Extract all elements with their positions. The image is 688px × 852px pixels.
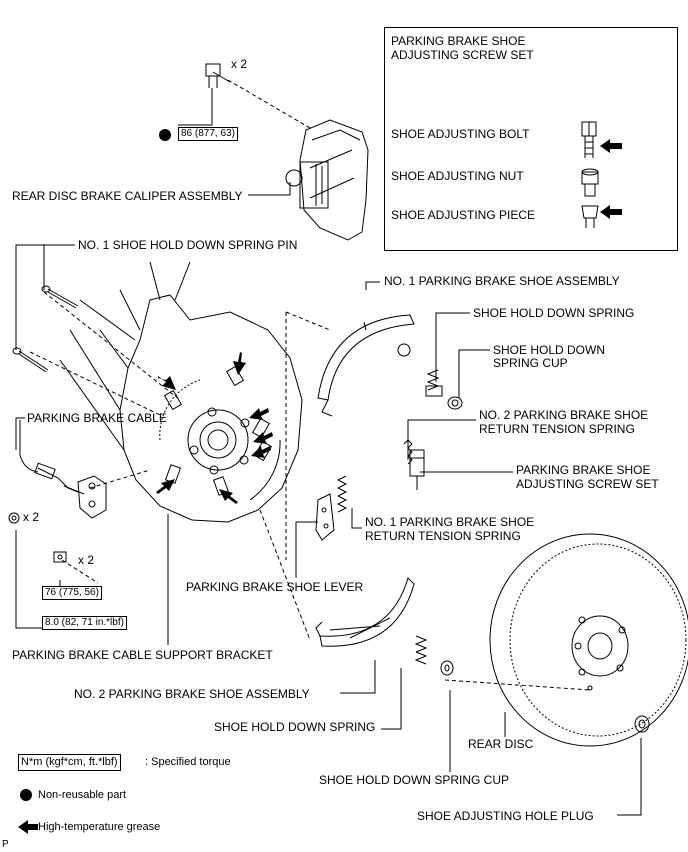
nonreusable-marker <box>159 129 171 141</box>
label-no1-shoe-assembly: NO. 1 PARKING BRAKE SHOE ASSEMBLY <box>384 274 620 288</box>
no1-brake-shoe <box>317 314 415 417</box>
inset-title-line2: ADJUSTING SCREW SET <box>391 48 534 62</box>
torque-caliper: 86 (877, 63) <box>178 127 238 141</box>
inset-label-bolt: SHOE ADJUSTING BOLT <box>391 127 530 141</box>
inset-title-line1: PARKING BRAKE SHOE <box>391 34 526 48</box>
torque-bracket: 8.0 (82, 71 in.*lbf) <box>42 616 127 630</box>
label-caliper-assembly: REAR DISC BRAKE CALIPER ASSEMBLY <box>12 189 243 203</box>
label-no1-return-line2: RETURN TENSION SPRING <box>365 529 521 543</box>
legend-grease-text: High-temperature grease <box>38 821 161 833</box>
legend-torque-text: : Specified torque <box>145 756 231 768</box>
legend-grease-arrow-icon <box>18 820 38 834</box>
caliper-bolt <box>205 63 231 88</box>
label-shoe-lever: PARKING BRAKE SHOE LEVER <box>186 580 364 594</box>
label-rear-disc: REAR DISC <box>468 737 534 751</box>
caliper-assembly <box>285 119 369 241</box>
cable-support-bracket <box>77 475 107 519</box>
label-no2-return-line2: RETURN TENSION SPRING <box>479 422 635 436</box>
hold-down-spring-top <box>425 369 463 410</box>
adjusting-screw-set-inset <box>384 27 678 251</box>
label-cup-top-line2: SPRING CUP <box>493 356 568 370</box>
shoe-lever <box>315 475 348 541</box>
parking-brake-cable <box>19 420 85 495</box>
adjusting-screw-set <box>409 449 425 490</box>
label-hold-down-pin: NO. 1 SHOE HOLD DOWN SPRING PIN <box>78 238 298 252</box>
label-cable-support-bracket: PARKING BRAKE CABLE SUPPORT BRACKET <box>12 648 273 662</box>
legend-nonreusable-text: Non-reusable part <box>38 789 127 801</box>
label-no2-shoe-assembly: NO. 2 PARKING BRAKE SHOE ASSEMBLY <box>74 687 310 701</box>
torque-small: 76 (775, 56) <box>42 586 102 600</box>
label-adj-set-line1: PARKING BRAKE SHOE <box>516 463 651 477</box>
hold-down-spring-bottom <box>414 635 454 676</box>
no2-brake-shoe <box>315 577 415 647</box>
corner-mark: P <box>2 839 9 850</box>
inset-parts <box>581 121 599 228</box>
label-hold-spring-top: SHOE HOLD DOWN SPRING <box>473 306 635 320</box>
label-parking-brake-cable: PARKING BRAKE CABLE <box>27 411 167 425</box>
small-bolts <box>8 512 67 563</box>
hole-plug <box>634 715 650 733</box>
rear-disc <box>489 533 688 747</box>
grease-arrows-inset <box>600 139 622 219</box>
label-no2-return-line1: NO. 2 PARKING BRAKE SHOE <box>479 408 649 422</box>
leader-lines <box>15 88 642 816</box>
inset-label-piece: SHOE ADJUSTING PIECE <box>391 208 536 222</box>
label-adj-set-line2: ADJUSTING SCREW SET <box>516 477 659 491</box>
qty-left-bolt: x 2 <box>23 510 40 524</box>
label-hole-plug: SHOE ADJUSTING HOLE PLUG <box>417 809 594 823</box>
label-no1-return-line1: NO. 1 PARKING BRAKE SHOE <box>365 515 535 529</box>
legend-nonreusable-icon <box>20 789 32 801</box>
hold-down-pins <box>12 285 79 373</box>
label-hold-spring-bottom: SHOE HOLD DOWN SPRING <box>214 720 376 734</box>
qty-mid-bolt: x 2 <box>78 553 95 567</box>
label-cup-top-line1: SHOE HOLD DOWN <box>493 343 606 357</box>
label-cup-bottom: SHOE HOLD DOWN SPRING CUP <box>319 773 510 787</box>
grease-arrows-hub <box>156 352 273 504</box>
backing-plate <box>59 261 303 523</box>
legend-torque-box: N*m (kgf*cm, ft.*lbf) <box>18 754 121 771</box>
qty-caliper-bolt: x 2 <box>231 57 248 71</box>
inset-label-nut: SHOE ADJUSTING NUT <box>391 169 524 183</box>
